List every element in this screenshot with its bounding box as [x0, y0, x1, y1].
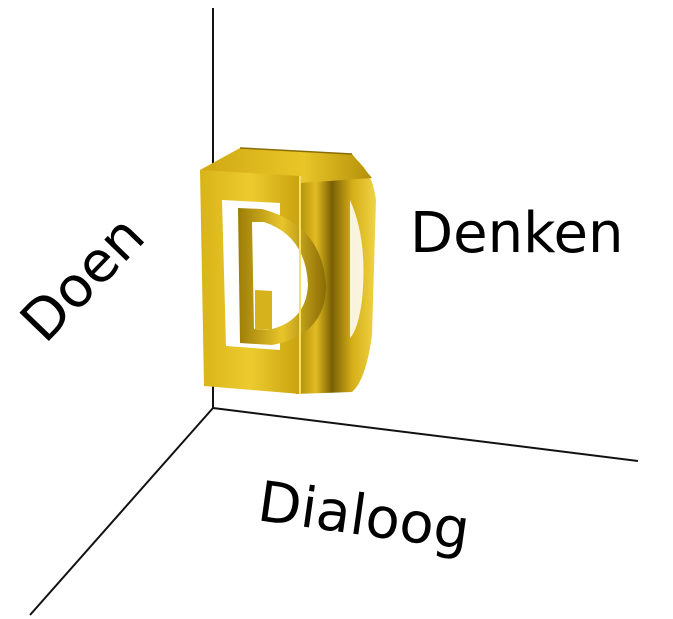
object-inner-bar: [255, 290, 272, 330]
axis-label-denken: Denken: [410, 201, 623, 266]
3d-letter-d-cube-icon: [200, 147, 376, 394]
object-side-opening: [350, 200, 364, 338]
axis-label-doen: Doen: [8, 204, 157, 355]
object-top-edge: [239, 147, 353, 155]
object-side-face: [296, 155, 376, 394]
diagonal-axis: [29, 407, 214, 616]
axis-label-dialoog: Dialoog: [254, 469, 474, 563]
right-axis: [212, 407, 639, 462]
